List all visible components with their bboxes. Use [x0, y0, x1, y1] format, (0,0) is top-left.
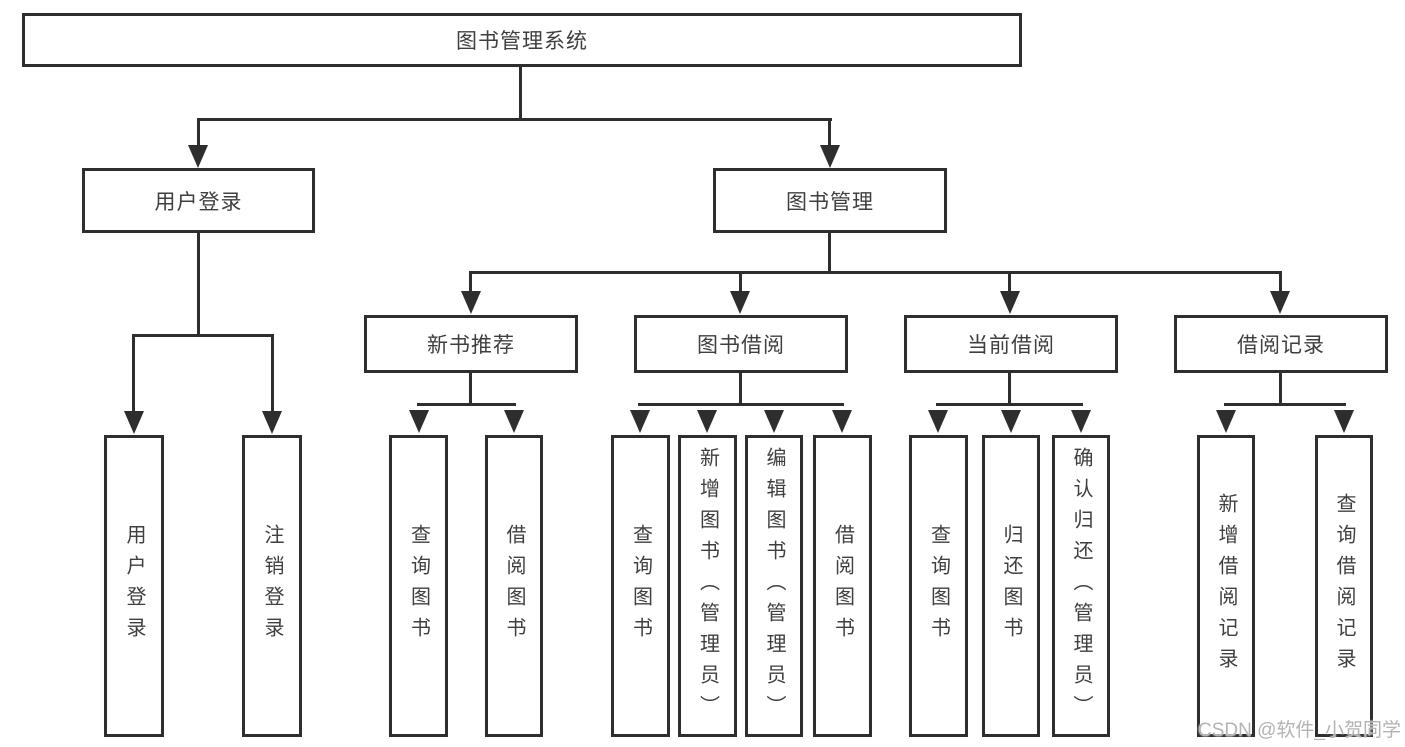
- leaf-confirm-return-admin: 确认归还（管理员）: [1052, 435, 1110, 737]
- leaf-label: 借阅图书: [503, 524, 525, 648]
- connector-drop: [828, 120, 831, 147]
- arrowhead-down-icon: [504, 410, 524, 433]
- connector-drop: [469, 273, 472, 293]
- connector-root-stem: [519, 66, 522, 120]
- connector-stem: [1279, 372, 1282, 406]
- node-user-login: 用户登录: [82, 168, 315, 233]
- arrowhead-down-icon: [262, 411, 282, 434]
- leaf-query-books-recommend: 查询图书: [389, 435, 448, 737]
- arrowhead-down-icon: [764, 410, 784, 433]
- node-label: 图书借阅: [697, 334, 785, 357]
- arrowhead-down-icon: [1001, 410, 1021, 433]
- node-label: 图书管理: [786, 190, 874, 214]
- arrowhead-down-icon: [188, 145, 208, 168]
- connector-drop: [739, 273, 742, 293]
- arrowhead-down-icon: [1334, 410, 1354, 433]
- leaf-return-books: 归还图书: [982, 435, 1040, 737]
- arrowhead-down-icon: [124, 411, 144, 434]
- arrowhead-down-icon: [1071, 410, 1091, 433]
- arrowhead-down-icon: [1270, 291, 1290, 314]
- arrowhead-down-icon: [820, 145, 840, 168]
- connector-rail: [1224, 403, 1346, 406]
- node-label: 当前借阅: [967, 334, 1055, 357]
- node-current-borrowing: 当前借阅: [904, 315, 1118, 373]
- leaf-label: 新增借阅记录: [1215, 493, 1237, 679]
- leaf-edit-books-admin: 编辑图书（管理员）: [745, 435, 803, 737]
- connector-rail: [638, 403, 844, 406]
- leaf-label: 用户登录: [123, 524, 145, 648]
- node-new-book-recommend: 新书推荐: [364, 315, 578, 373]
- node-label: 新书推荐: [427, 334, 515, 357]
- leaf-label: 查询图书: [629, 524, 652, 648]
- connector-stem: [739, 372, 742, 406]
- leaf-add-borrow-record: 新增借阅记录: [1197, 435, 1255, 737]
- connector-book-mgmt-stem: [828, 232, 831, 274]
- leaf-label: 新增图书（管理员）: [696, 446, 719, 726]
- leaf-logout: 注销登录: [242, 435, 302, 737]
- leaf-borrow-books: 借阅图书: [813, 435, 872, 737]
- arrowhead-down-icon: [928, 410, 948, 433]
- leaf-label: 归还图书: [1000, 524, 1022, 648]
- arrowhead-down-icon: [697, 410, 717, 433]
- leaf-label: 查询图书: [927, 524, 950, 648]
- leaf-user-login: 用户登录: [104, 435, 164, 737]
- leaf-add-books-admin: 新增图书（管理员）: [678, 435, 737, 737]
- arrowhead-down-icon: [1216, 410, 1236, 433]
- node-book-management: 图书管理: [713, 168, 947, 233]
- connector-stem: [469, 372, 472, 406]
- connector-level3-rail: [469, 271, 1282, 274]
- node-label: 用户登录: [154, 190, 243, 214]
- leaf-label: 查询借阅记录: [1333, 493, 1355, 679]
- node-label: 借阅记录: [1237, 334, 1325, 357]
- leaf-label: 借阅图书: [831, 524, 854, 648]
- connector-level1-rail: [197, 118, 832, 121]
- connector-rail: [417, 403, 516, 406]
- arrowhead-down-icon: [832, 410, 852, 433]
- leaf-label: 注销登录: [261, 524, 283, 648]
- connector-drop: [1279, 273, 1282, 293]
- leaf-query-books-current: 查询图书: [909, 435, 968, 737]
- leaf-query-borrow-record: 查询借阅记录: [1315, 435, 1373, 737]
- connector-drop: [271, 336, 274, 413]
- arrowhead-down-icon: [1000, 291, 1020, 314]
- arrowhead-down-icon: [409, 410, 429, 433]
- connector-user-login-stem: [197, 232, 200, 336]
- arrowhead-down-icon: [461, 291, 481, 314]
- arrowhead-down-icon: [630, 410, 650, 433]
- connector-stem: [1008, 372, 1011, 406]
- connector-rail: [936, 403, 1083, 406]
- leaf-label: 编辑图书（管理员）: [763, 446, 785, 726]
- connector-drop: [1008, 273, 1011, 293]
- connector-user-login-rail: [132, 334, 274, 337]
- leaf-borrow-books-recommend: 借阅图书: [485, 435, 543, 737]
- leaf-label: 确认归还（管理员）: [1070, 446, 1092, 726]
- leaf-query-books-borrowing: 查询图书: [611, 435, 670, 737]
- csdn-watermark: CSDN @软件_小贺同学: [1198, 720, 1401, 741]
- node-book-borrowing: 图书借阅: [634, 315, 848, 373]
- arrowhead-down-icon: [730, 291, 750, 314]
- connector-drop: [197, 120, 200, 147]
- connector-drop: [132, 336, 135, 413]
- node-library-management-system: 图书管理系统: [22, 13, 1022, 67]
- leaf-label: 查询图书: [407, 524, 430, 648]
- node-label: 图书管理系统: [456, 30, 588, 53]
- node-borrowing-records: 借阅记录: [1174, 315, 1388, 373]
